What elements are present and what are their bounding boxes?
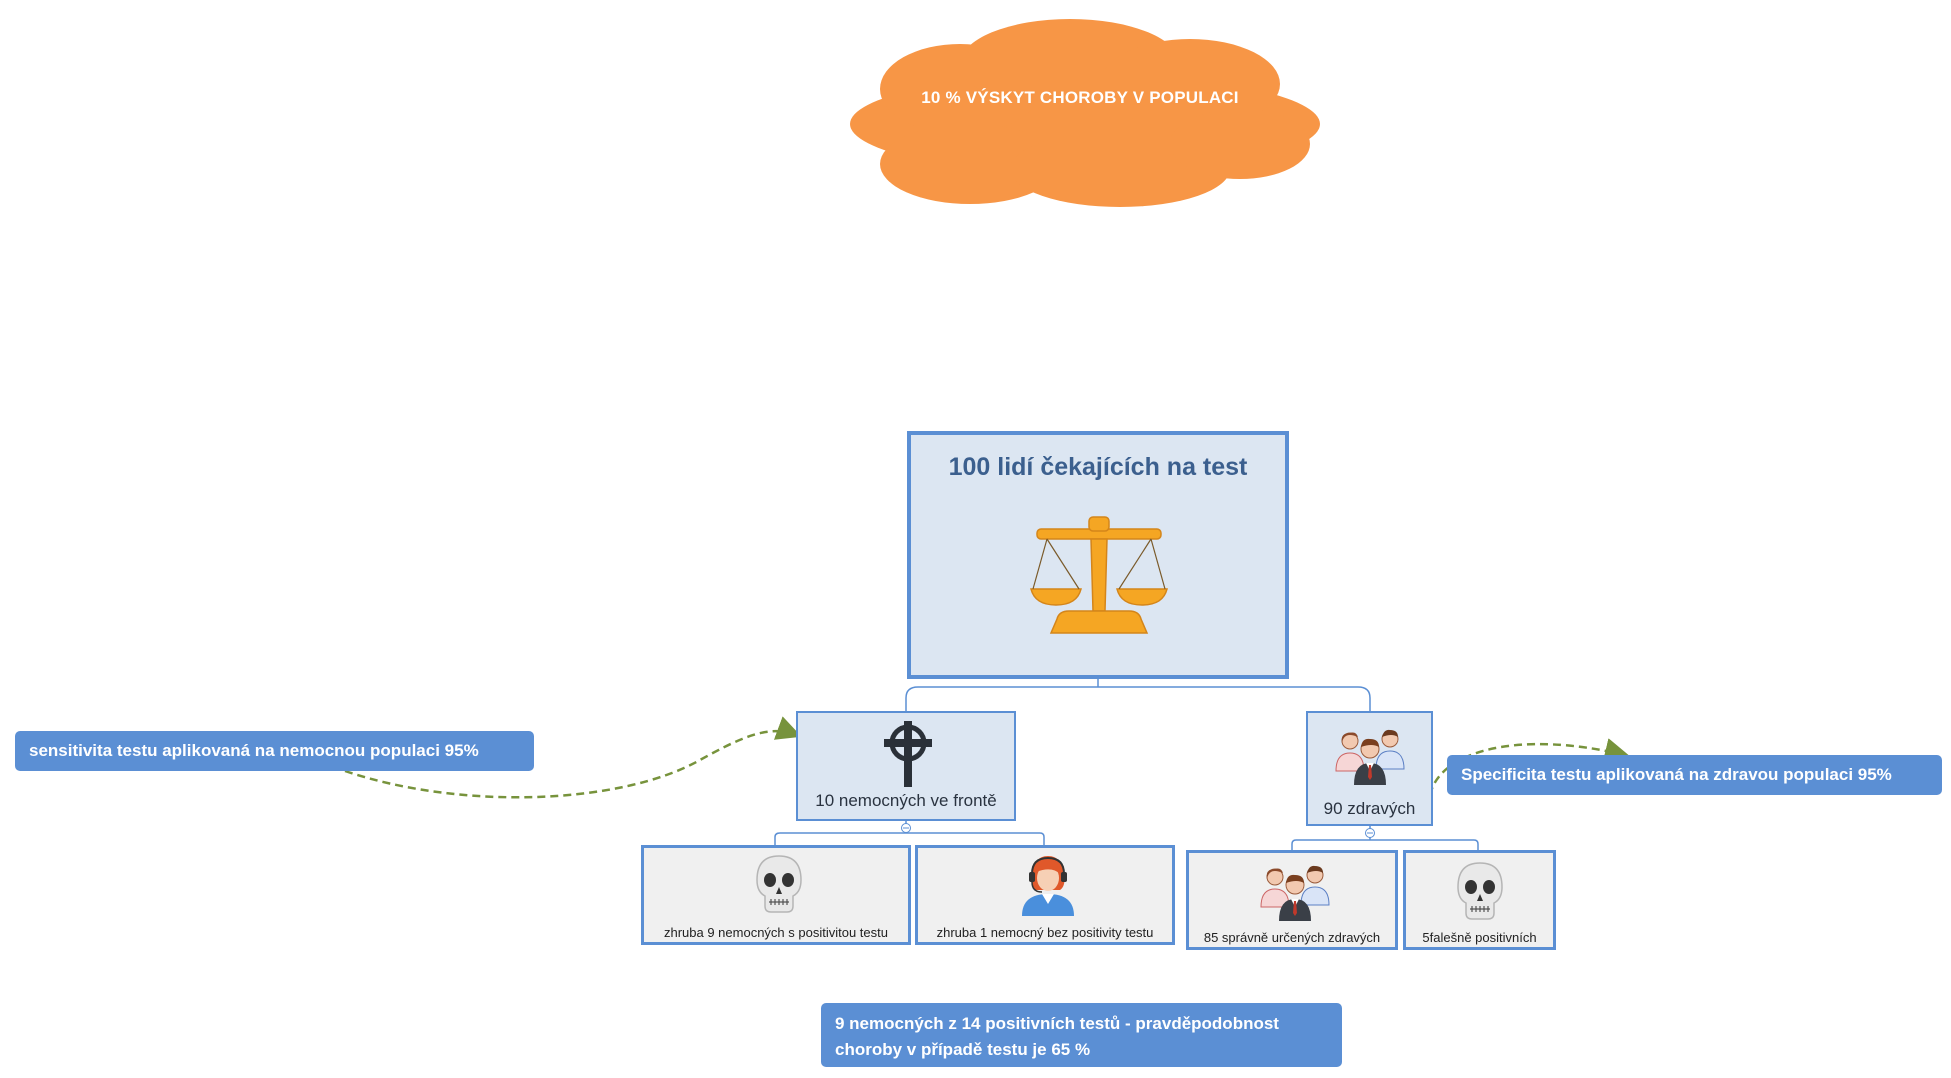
- leaf-healthy-false-positive[interactable]: 5falešně positivních: [1403, 850, 1556, 950]
- leaf-sick-positive[interactable]: zhruba 9 nemocných s positivitou testu: [641, 845, 911, 945]
- collapse-toggles: [901, 823, 1375, 838]
- scales-icon: [1030, 516, 1168, 634]
- sick-node[interactable]: 10 nemocných ve frontě: [796, 711, 1016, 821]
- people-group-icon: [1335, 729, 1405, 785]
- leaf-sick-positive-label: zhruba 9 nemocných s positivitou testu: [663, 925, 888, 940]
- operator-woman-icon: [1022, 856, 1074, 916]
- people-group-icon: [1260, 865, 1330, 921]
- sensitivity-arrow: [344, 716, 802, 799]
- cloud-label: 10 % VÝSKYT CHOROBY V POPULACI: [921, 88, 1239, 107]
- cloud-shape: [850, 19, 1320, 207]
- leaf-healthy-correct[interactable]: 85 správně určených zdravých: [1186, 850, 1398, 950]
- celtic-cross-icon: [884, 721, 932, 787]
- conclusion-line-1: 9 nemocných z 14 positivních testů - pra…: [835, 1014, 1279, 1033]
- sensitivity-callout[interactable]: sensitivita testu aplikovaná na nemocnou…: [15, 731, 534, 771]
- leaf-sick-negative-label: zhruba 1 nemocný bez positivity testu: [936, 925, 1154, 940]
- leaf-healthy-correct-label: 85 správně určených zdravých: [1203, 930, 1381, 945]
- root-node[interactable]: 100 lidí čekajících na test: [907, 431, 1289, 679]
- specificity-arrow: [1428, 738, 1630, 796]
- healthy-node[interactable]: 90 zdravých: [1306, 711, 1433, 826]
- skull-icon: [1457, 862, 1503, 920]
- leaf-healthy-false-positive-label: 5falešně positivních: [1422, 930, 1537, 945]
- sick-node-label: 10 nemocných ve frontě: [815, 791, 997, 810]
- conclusion-callout[interactable]: 9 nemocných z 14 positivních testů - pra…: [821, 1003, 1342, 1067]
- specificity-callout[interactable]: Specificita testu aplikovaná na zdravou …: [1447, 755, 1942, 795]
- conclusion-line-2: choroby v případě testu je 65 %: [835, 1040, 1091, 1059]
- root-title: 100 lidí čekajících na test: [948, 453, 1248, 481]
- tree-connectors: [774, 679, 1479, 851]
- skull-icon: [756, 855, 802, 913]
- leaf-sick-negative[interactable]: zhruba 1 nemocný bez positivity testu: [915, 845, 1175, 945]
- healthy-node-label: 90 zdravých: [1323, 799, 1416, 818]
